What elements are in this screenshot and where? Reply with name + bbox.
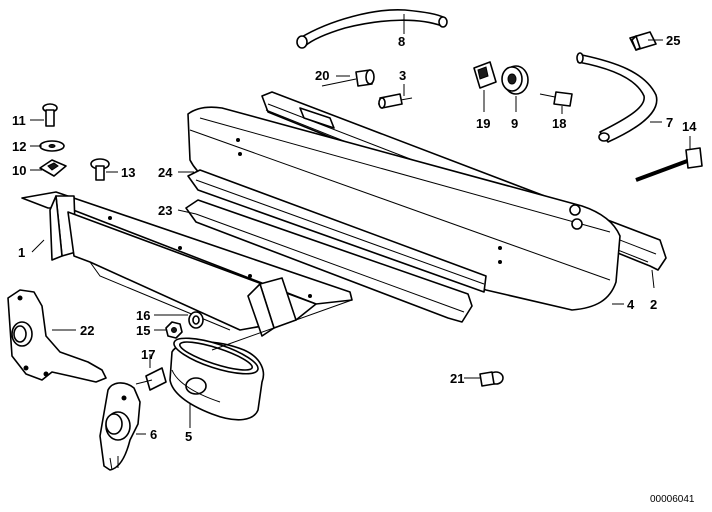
callout-23: 23 xyxy=(158,203,172,218)
callout-1: 1 xyxy=(18,245,25,260)
callout-24: 24 xyxy=(158,165,173,180)
callout-25: 25 xyxy=(666,33,680,48)
part-7-rubber-strip[interactable] xyxy=(576,52,658,143)
part-23-trim-strip[interactable] xyxy=(185,199,473,323)
part-15-nut[interactable] xyxy=(165,321,183,339)
callout-21: 21 xyxy=(450,371,464,386)
callout-16: 16 xyxy=(136,308,150,323)
callout-4: 4 xyxy=(627,297,635,312)
part-12-washer[interactable] xyxy=(39,140,65,152)
callout-17: 17 xyxy=(141,347,155,362)
callout-22: 22 xyxy=(80,323,94,338)
callout-6: 6 xyxy=(150,427,157,442)
callout-13: 13 xyxy=(121,165,135,180)
part-21-screw[interactable] xyxy=(479,371,504,387)
leader-lines xyxy=(30,14,691,435)
reference-number: 00006041 xyxy=(650,494,695,505)
callout-7: 7 xyxy=(666,115,673,130)
callout-18: 18 xyxy=(552,116,566,131)
part-13-screw[interactable] xyxy=(90,158,110,181)
callout-19: 19 xyxy=(476,116,490,131)
part-3-rivet[interactable] xyxy=(377,93,413,109)
callout-9: 9 xyxy=(511,116,518,131)
callout-5: 5 xyxy=(185,429,192,444)
callout-10: 10 xyxy=(12,163,26,178)
part-10-nut[interactable] xyxy=(39,159,67,177)
callout-15: 15 xyxy=(136,323,150,338)
part-14-bolt[interactable] xyxy=(635,147,703,182)
callout-14: 14 xyxy=(682,119,697,134)
part-11-bolt[interactable] xyxy=(42,103,58,127)
callout-8: 8 xyxy=(398,34,405,49)
callout-labels: 8 25 7 14 20 3 19 9 18 11 12 10 13 24 23… xyxy=(12,33,697,444)
part-6-bracket[interactable] xyxy=(99,382,141,471)
part-16-washer[interactable] xyxy=(188,311,204,329)
part-9-grommet[interactable] xyxy=(501,65,529,95)
part-19-clip[interactable] xyxy=(473,61,497,89)
part-17-bolt[interactable] xyxy=(135,367,167,391)
part-1-carrier[interactable] xyxy=(21,191,353,337)
callout-2: 2 xyxy=(650,297,657,312)
callout-12: 12 xyxy=(12,139,26,154)
part-25-clip[interactable] xyxy=(629,31,657,51)
callout-20: 20 xyxy=(315,68,329,83)
part-22-support[interactable] xyxy=(7,289,107,383)
part-8-rubber-strip[interactable] xyxy=(296,8,448,49)
part-5-sleeve[interactable] xyxy=(169,331,265,421)
callout-3: 3 xyxy=(399,68,406,83)
part-18-screw[interactable] xyxy=(539,91,573,107)
part-24-trim-strip[interactable] xyxy=(187,169,487,293)
callout-11: 11 xyxy=(12,113,26,128)
part-20-rivet[interactable] xyxy=(321,69,375,87)
